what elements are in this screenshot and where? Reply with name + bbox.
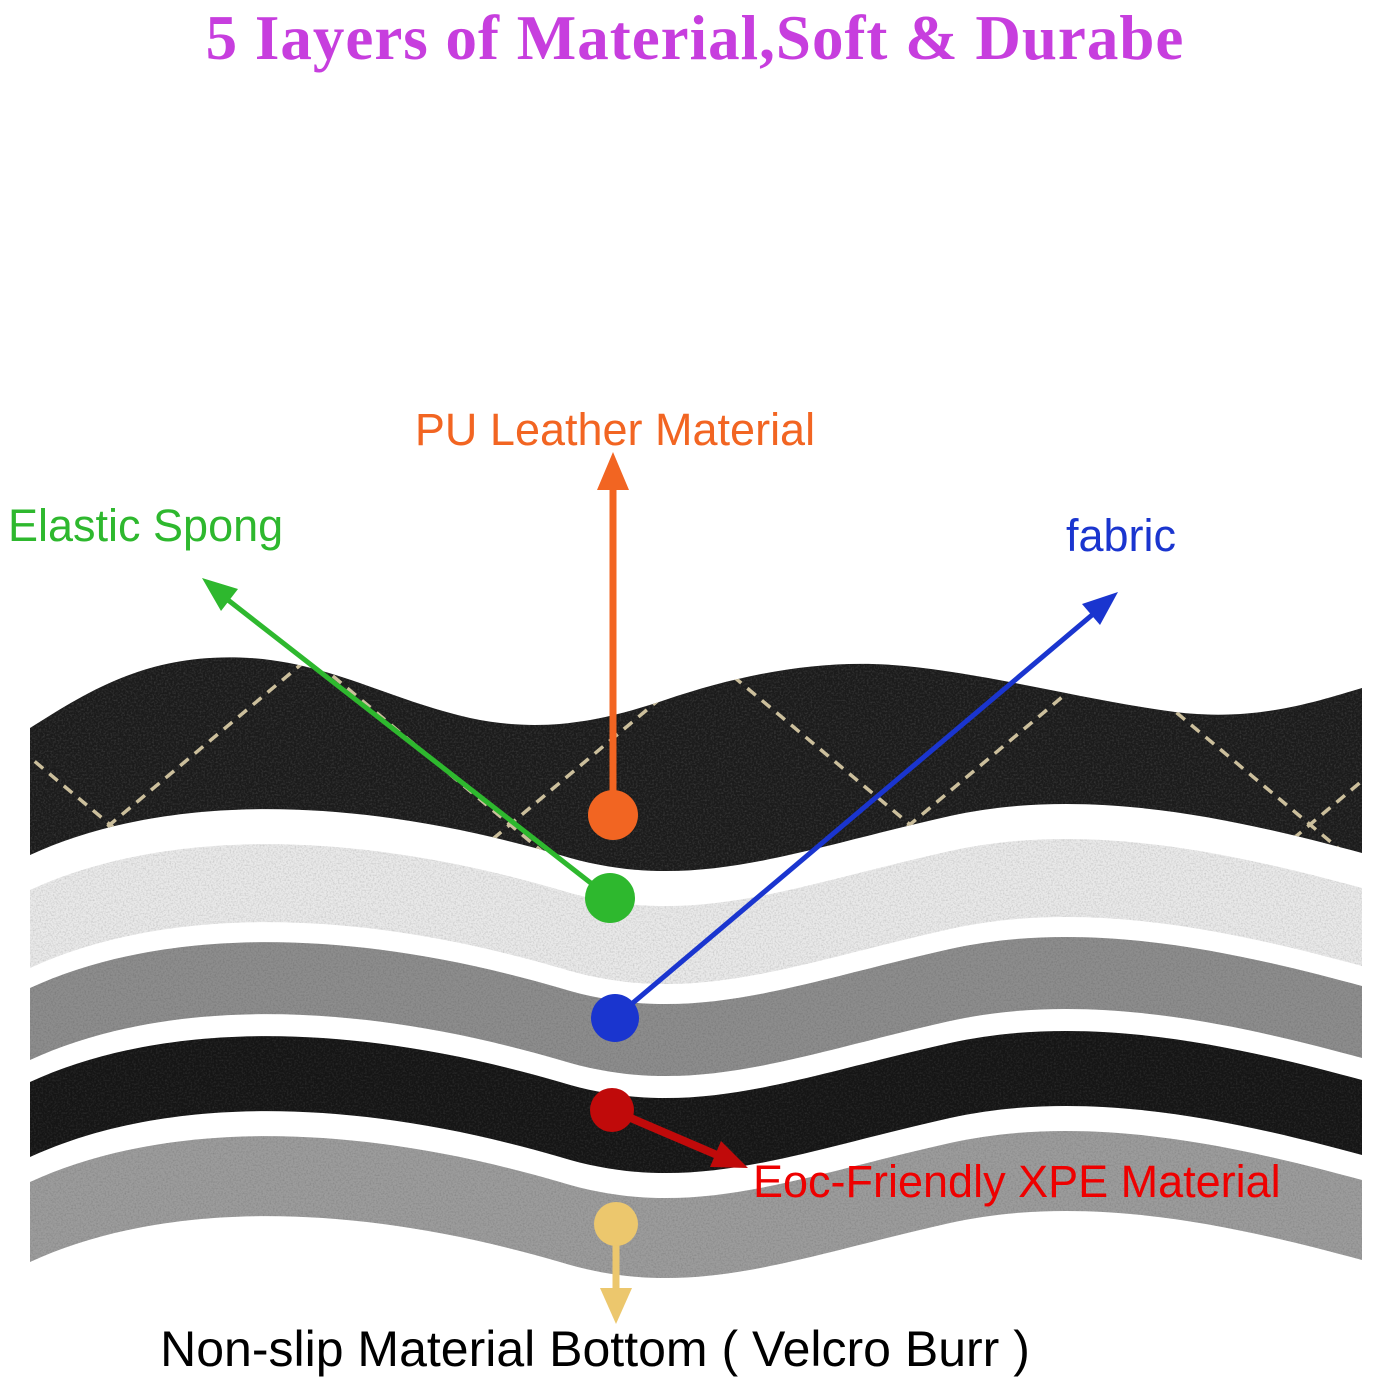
elastic-sponge-dot-icon bbox=[585, 873, 635, 923]
pu-leather-arrowhead-icon bbox=[597, 452, 629, 490]
bottom-dot-icon bbox=[594, 1202, 638, 1246]
pu-leather-dot-icon bbox=[588, 790, 638, 840]
xpe-dot-icon bbox=[590, 1088, 634, 1132]
fabric-arrowhead-icon bbox=[1082, 592, 1118, 625]
fabric-label: fabric bbox=[1066, 510, 1177, 561]
pu-leather-label: PU Leather Material bbox=[414, 404, 816, 455]
elastic-sponge-arrowhead-icon bbox=[202, 578, 238, 611]
page-title: 5 Iayers of Material,Soft & Durabe bbox=[205, 3, 1185, 73]
xpe-label: Eoc-Friendly XPE Material bbox=[753, 1156, 1281, 1207]
fabric-arrow-line bbox=[613, 613, 1094, 1020]
bottom-arrowhead-icon bbox=[600, 1288, 632, 1324]
fabric-dot-icon bbox=[591, 994, 639, 1042]
xpe-arrowhead-icon bbox=[710, 1141, 748, 1168]
elastic-sponge-label: Elastic Spong bbox=[8, 500, 284, 551]
bottom-label: Non-slip Material Bottom ( Velcro Burr ) bbox=[160, 1321, 1030, 1377]
elastic-sponge-arrow-line bbox=[226, 598, 612, 900]
